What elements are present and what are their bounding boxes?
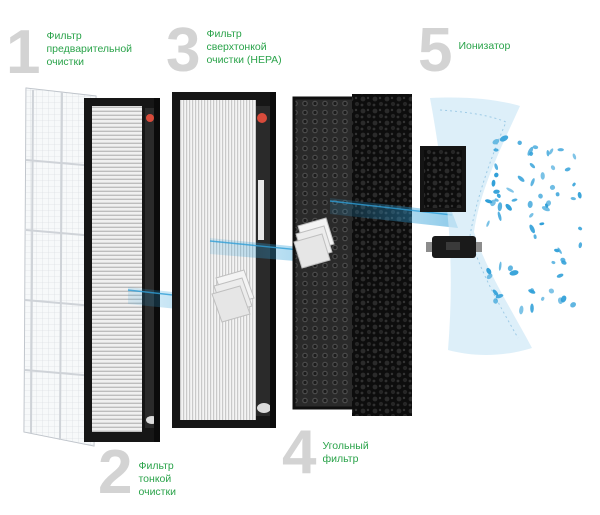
ion-particle <box>490 199 496 207</box>
pleat-sample-2 <box>293 217 335 269</box>
step-3-number: 3 <box>166 16 201 85</box>
ion-particle <box>530 178 535 187</box>
step-2-label: Фильтр тонкой очистки <box>138 460 176 498</box>
ion-particle <box>529 162 536 169</box>
step-5: 5 Ионизатор <box>418 16 511 85</box>
ion-particle <box>530 303 534 313</box>
ionizer-unit <box>420 146 482 258</box>
ion-particle <box>572 182 576 187</box>
ion-particle <box>546 150 550 157</box>
step-2-number: 2 <box>98 438 133 507</box>
pre-filter <box>23 87 97 447</box>
ion-particle <box>517 175 525 182</box>
ion-particle <box>533 234 537 239</box>
ion-particle <box>550 165 556 171</box>
ion-particle <box>496 193 501 198</box>
ion-particle <box>493 148 499 152</box>
ion-particle <box>505 203 512 211</box>
ion-particle <box>529 224 535 234</box>
ion-particle <box>539 222 545 226</box>
step-5-label: Ионизатор <box>458 40 511 52</box>
ion-particle <box>494 163 499 171</box>
ion-particle <box>509 270 519 276</box>
pleat-sample-1 <box>211 269 255 323</box>
ion-particle <box>529 213 534 218</box>
ion-particle <box>493 189 500 194</box>
step-2: 2 Фильтр тонкой очистки <box>98 438 176 507</box>
step-1: 1 Фильтр предварительной очистки <box>6 18 133 87</box>
ion-particle <box>549 184 556 190</box>
ion-particle <box>494 172 499 178</box>
ion-particle <box>494 198 499 202</box>
fine-filter <box>84 98 160 442</box>
ion-particle <box>540 172 545 180</box>
ion-particle <box>527 200 533 208</box>
ion-particle <box>570 197 576 201</box>
ion-particle <box>495 294 504 299</box>
step-1-number: 1 <box>6 18 41 87</box>
step-1-label: Фильтр предварительной очистки <box>46 30 133 68</box>
ion-particle <box>493 298 499 304</box>
ion-particle <box>497 211 502 221</box>
ion-particle <box>554 248 560 253</box>
ion-particle <box>557 297 563 304</box>
ion-particle <box>507 265 513 272</box>
ion-particle <box>560 257 566 263</box>
ion-particle <box>564 167 571 172</box>
ion-particle <box>486 273 493 280</box>
ion-particle <box>499 135 509 142</box>
ion-particle <box>541 206 550 212</box>
ion-particle <box>486 267 492 275</box>
ion-particle <box>486 220 490 227</box>
ion-particle <box>577 191 582 199</box>
ion-particle <box>545 200 552 207</box>
step-3-label: Фильтр сверхтонкой очистки (HEPA) <box>206 28 282 66</box>
ion-particle <box>492 289 499 296</box>
ion-particle <box>491 179 496 187</box>
step-4-number: 4 <box>282 418 317 487</box>
ion-particle <box>557 247 562 254</box>
ion-particle <box>548 148 554 155</box>
ion-particle <box>497 202 503 212</box>
step-5-number: 5 <box>418 16 453 85</box>
ion-particle <box>548 288 555 294</box>
ion-particle <box>551 260 556 265</box>
ion-particle <box>532 145 539 150</box>
ion-particle <box>519 305 524 315</box>
ion-particle <box>555 192 560 197</box>
ion-particle <box>538 193 543 199</box>
ion-particle <box>557 148 564 152</box>
ion-particle <box>572 153 577 160</box>
ion-particle <box>530 288 535 293</box>
ion-particle <box>506 187 514 193</box>
ion-particle <box>578 242 583 249</box>
ion-particle <box>541 296 545 301</box>
ion-particles <box>485 135 583 315</box>
step-4-label: Угольный фильтр <box>322 440 369 465</box>
ion-particle <box>578 226 583 231</box>
hepa-filter <box>172 92 276 428</box>
airflow-beam-3 <box>330 198 458 228</box>
ion-particle <box>511 198 518 202</box>
step-4: 4 Угольный фильтр <box>282 418 369 487</box>
ion-particle <box>570 302 577 308</box>
ion-particle <box>498 261 502 271</box>
ion-particle <box>517 140 522 145</box>
ion-particle <box>492 138 500 145</box>
ion-particle <box>527 146 534 156</box>
step-3: 3 Фильтр сверхтонкой очистки (HEPA) <box>166 16 282 85</box>
ion-particle <box>556 273 564 278</box>
